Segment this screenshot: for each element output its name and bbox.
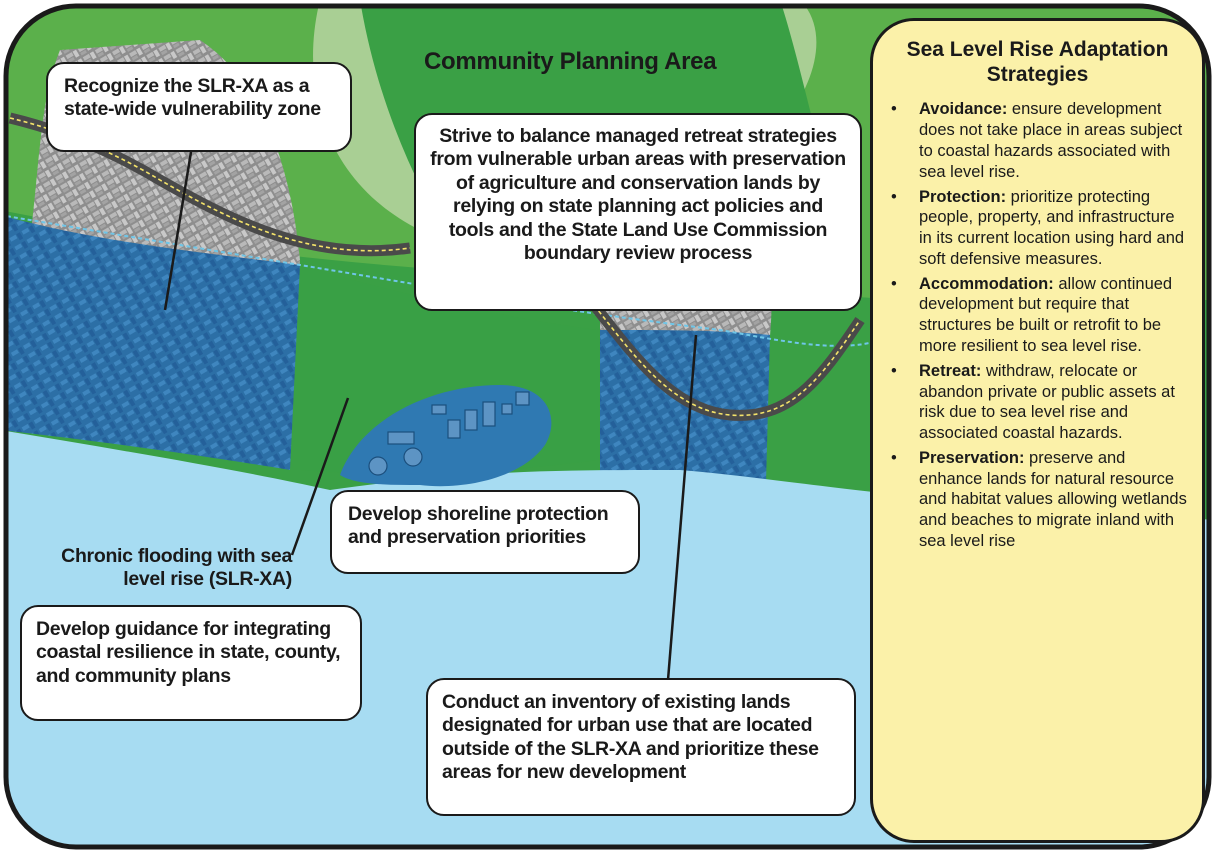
flood-zone-label: Chronic flooding with sea level rise (SL…	[61, 545, 292, 590]
bullet-icon: •	[891, 274, 897, 293]
strategies-panel: Sea Level Rise Adaptation Strategies • A…	[870, 18, 1205, 843]
callout-recognize-slr-xa: Recognize the SLR-XA as a state-wide vul…	[46, 62, 352, 152]
highway-right-line	[589, 299, 861, 417]
callout-balance-retreat: Strive to balance managed retreat strate…	[414, 113, 862, 311]
callout-shoreline-priorities: Develop shoreline protection and preserv…	[330, 490, 640, 574]
tank-icon	[368, 456, 388, 476]
strategy-item: • Preservation: preserve and enhance lan…	[891, 448, 1187, 550]
scene-frame	[3, 3, 1212, 850]
bullet-icon: •	[891, 361, 897, 380]
strategy-item: • Protection: prioritize protecting peop…	[891, 187, 1185, 268]
strategies-title: Sea Level Rise Adaptation Strategies	[906, 38, 1169, 87]
tank-icon	[403, 447, 423, 467]
strategy-item: • Accommodation: allow continued develop…	[891, 274, 1173, 355]
leader-lines	[163, 139, 698, 681]
bullet-icon: •	[891, 448, 897, 467]
area-title: Community Planning Area	[424, 48, 717, 75]
sea-level-line	[6, 214, 901, 347]
strategy-item: • Avoidance: ensure development does not…	[891, 100, 1183, 181]
strategy-item: • Retreat: withdraw, relocate or abandon…	[891, 361, 1175, 443]
flood-zone-left	[6, 215, 300, 470]
bullet-icon: •	[891, 187, 897, 206]
callout-coastal-guidance: Develop guidance for integrating coastal…	[20, 605, 362, 721]
callout-inventory-lands: Conduct an inventory of existing lands d…	[426, 678, 856, 816]
harbor-structures	[368, 391, 530, 476]
bullet-icon: •	[891, 100, 897, 119]
strategies-list: • Avoidance: ensure development does not…	[887, 99, 1188, 551]
harbor-lagoon	[340, 385, 552, 487]
